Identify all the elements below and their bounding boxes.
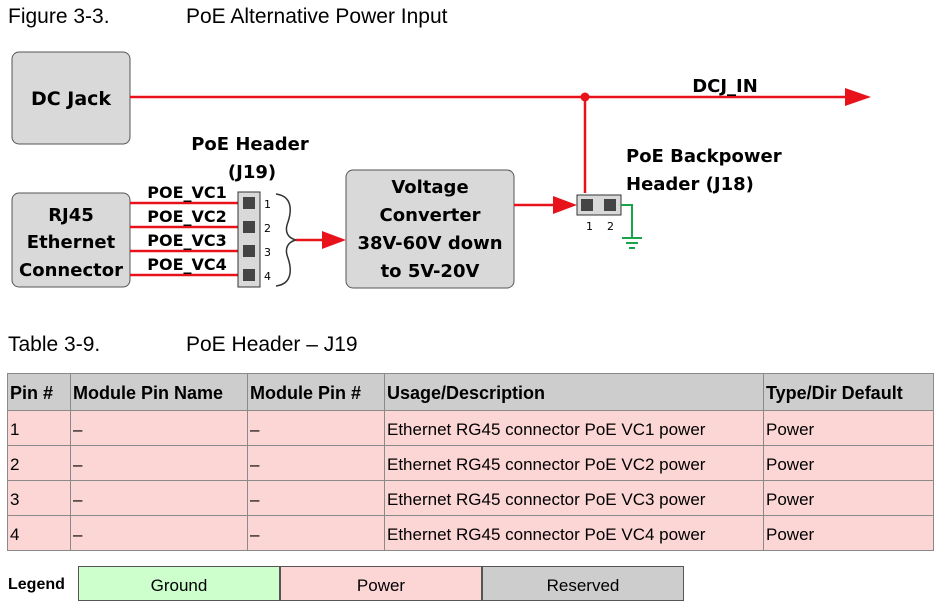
poe-vc3-label: POE_VC3	[147, 231, 227, 250]
table-row: 1 – – Ethernet RG45 connector PoE VC1 po…	[7, 410, 934, 446]
converter-label-3: 38V-60V down	[357, 233, 502, 254]
j19-pin-3	[243, 245, 255, 257]
rj45-box	[11, 192, 131, 288]
header-usage: Usage/Description	[384, 373, 764, 411]
j18-pin-label-2: 2	[607, 220, 614, 233]
j19-pin-4	[243, 269, 255, 281]
cell-module-pin-name: –	[70, 410, 248, 446]
poe-vc1-label: POE_VC1	[147, 183, 227, 202]
backpower-label-1: PoE Backpower	[626, 146, 782, 167]
cell-type: Power	[763, 480, 934, 516]
header-pin: Pin #	[7, 373, 71, 411]
cell-module-pin-name: –	[70, 445, 248, 481]
j19-pin-label-2: 2	[264, 222, 271, 235]
cell-usage: Ethernet RG45 connector PoE VC3 power	[384, 480, 764, 516]
table-row: 4 – – Ethernet RG45 connector PoE VC4 po…	[7, 515, 934, 551]
table-row: 3 – – Ethernet RG45 connector PoE VC3 po…	[7, 480, 934, 516]
header-module-pin-name: Module Pin Name	[70, 373, 248, 411]
j19-connector	[237, 191, 261, 288]
dcj-in-arrowhead	[845, 88, 871, 106]
poe-power-diagram: DC Jack DCJ_IN RJ45 Ethernet Connector P…	[11, 51, 871, 289]
cell-module-pin: –	[247, 480, 385, 516]
legend-reserved: Reserved	[482, 566, 684, 601]
table-title: PoE Header – J19	[186, 333, 358, 356]
cell-type: Power	[763, 515, 934, 551]
backpower-label-2: Header (J18)	[626, 174, 754, 195]
cell-module-pin: –	[247, 445, 385, 481]
legend-label: Legend	[8, 576, 65, 593]
cell-type: Power	[763, 445, 934, 481]
cell-usage: Ethernet RG45 connector PoE VC2 power	[384, 445, 764, 481]
legend-ground: Ground	[78, 566, 280, 601]
header-module-pin: Module Pin #	[247, 373, 385, 411]
cell-module-pin: –	[247, 410, 385, 446]
converter-label-1: Voltage	[391, 177, 468, 198]
cell-pin: 3	[7, 480, 71, 516]
legend: Legend Ground Power Reserved	[8, 566, 688, 601]
j18-arrowhead	[553, 196, 577, 214]
poe-header-label-2: (J19)	[228, 162, 276, 183]
cell-pin: 1	[7, 410, 71, 446]
table-number: Table 3-9.	[8, 333, 101, 356]
legend-power: Power	[280, 566, 482, 601]
j19-pin-2	[243, 221, 255, 233]
poe-header-label-1: PoE Header	[191, 134, 309, 155]
converter-label-2: Converter	[380, 205, 481, 226]
poe-vc2-label: POE_VC2	[147, 207, 227, 226]
dcj-in-label: DCJ_IN	[692, 76, 758, 97]
j18-pin-2	[604, 199, 616, 211]
cell-type: Power	[763, 410, 934, 446]
cell-pin: 4	[7, 515, 71, 551]
header-type: Type/Dir Default	[763, 373, 934, 411]
rj45-label-3: Connector	[19, 260, 123, 281]
cell-pin: 2	[7, 445, 71, 481]
ground-line	[621, 204, 633, 238]
j18-pin-1	[581, 199, 593, 211]
rj45-label-2: Ethernet	[27, 232, 116, 253]
cell-usage: Ethernet RG45 connector PoE VC4 power	[384, 515, 764, 551]
table-row: 2 – – Ethernet RG45 connector PoE VC2 po…	[7, 445, 934, 481]
cell-usage: Ethernet RG45 connector PoE VC1 power	[384, 410, 764, 446]
voltage-converter-box	[345, 169, 515, 289]
dc-jack-label: DC Jack	[31, 88, 111, 110]
table-header-row: Pin # Module Pin Name Module Pin # Usage…	[7, 373, 934, 411]
cell-module-pin-name: –	[70, 480, 248, 516]
figure-caption: Figure 3-3. PoE Alternative Power Input	[8, 5, 448, 29]
brace-arrowhead	[322, 231, 346, 249]
header-brace	[275, 193, 297, 287]
j19-pin-label-3: 3	[264, 246, 271, 259]
j19-pin-label-1: 1	[264, 198, 271, 211]
j18-pin-label-1: 1	[586, 220, 593, 233]
rj45-label-1: RJ45	[48, 205, 94, 226]
cell-module-pin-name: –	[70, 515, 248, 551]
converter-label-4: to 5V-20V	[381, 261, 480, 282]
figure-title: PoE Alternative Power Input	[186, 5, 448, 28]
cell-module-pin: –	[247, 515, 385, 551]
j19-pin-1	[243, 197, 255, 209]
poe-vc4-label: POE_VC4	[147, 255, 227, 274]
poe-header-table: Pin # Module Pin Name Module Pin # Usage…	[7, 373, 934, 551]
table-caption: Table 3-9. PoE Header – J19	[8, 333, 358, 357]
figure-number: Figure 3-3.	[8, 5, 110, 28]
j19-pin-label-4: 4	[264, 270, 271, 283]
